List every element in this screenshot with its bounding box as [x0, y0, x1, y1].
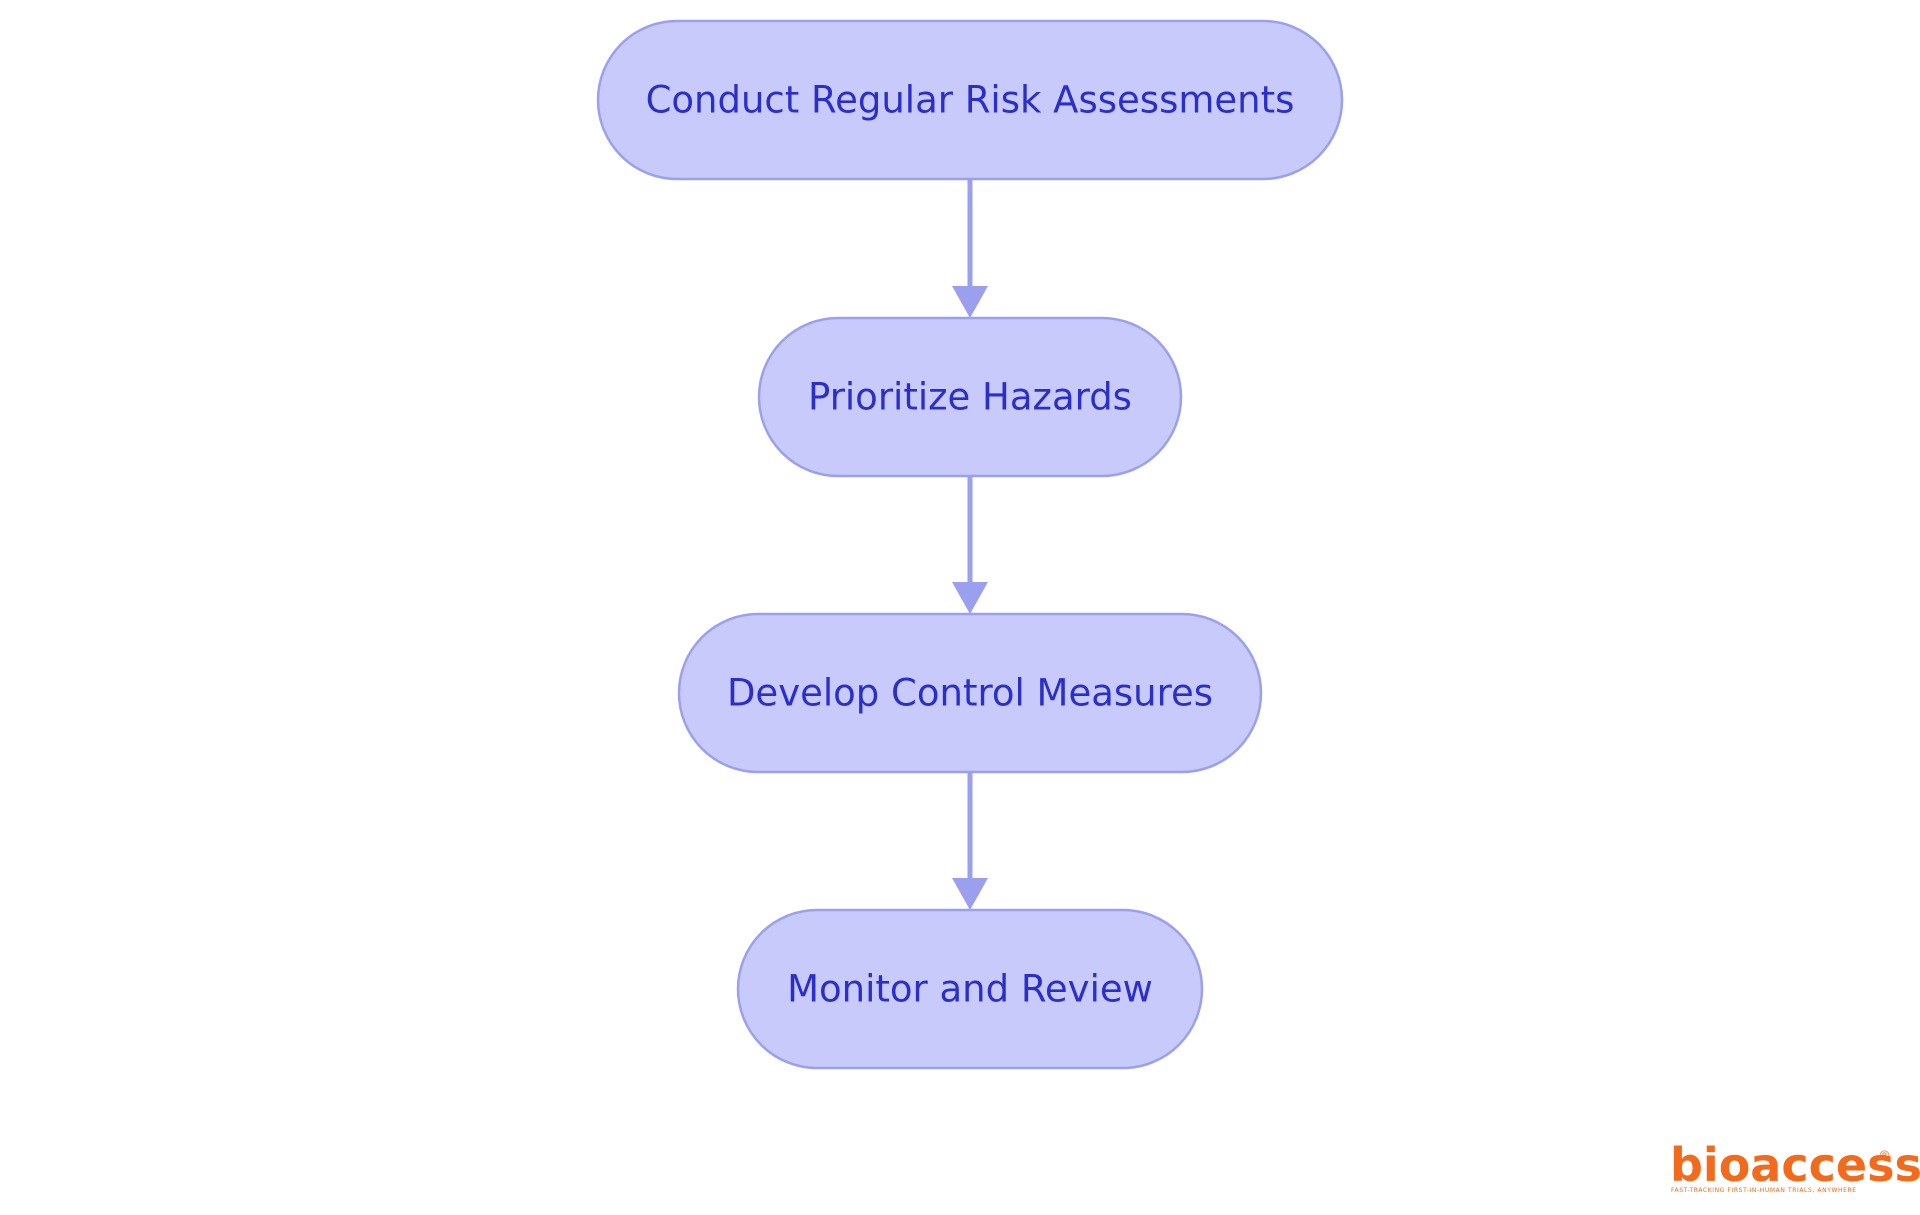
edge-step2-to-step3	[952, 476, 988, 614]
flow-node-step3-label: Develop Control Measures	[727, 672, 1213, 715]
edge-step3-to-step4	[952, 772, 988, 910]
logo-wordmark: bioaccess	[1670, 1138, 1920, 1192]
flow-node-step1-label: Conduct Regular Risk Assessments	[646, 79, 1295, 122]
flow-node-step2-label: Prioritize Hazards	[808, 376, 1132, 419]
flow-node-step4: Monitor and Review	[736, 908, 1204, 1070]
edge-step1-to-step2	[952, 180, 988, 318]
logo-tagline: FAST-TRACKING FIRST-IN-HUMAN TRIALS, ANY…	[1671, 1187, 1857, 1194]
flow-node-step3: Develop Control Measures	[677, 612, 1263, 774]
bioaccess-logo: bioaccess ® FAST-TRACKING FIRST-IN-HUMAN…	[1670, 1138, 1920, 1194]
logo-registered-mark: ®	[1878, 1149, 1891, 1164]
flow-node-step1: Conduct Regular Risk Assessments	[596, 19, 1344, 181]
flow-node-step4-label: Monitor and Review	[787, 968, 1153, 1011]
flow-node-step2: Prioritize Hazards	[757, 316, 1183, 478]
